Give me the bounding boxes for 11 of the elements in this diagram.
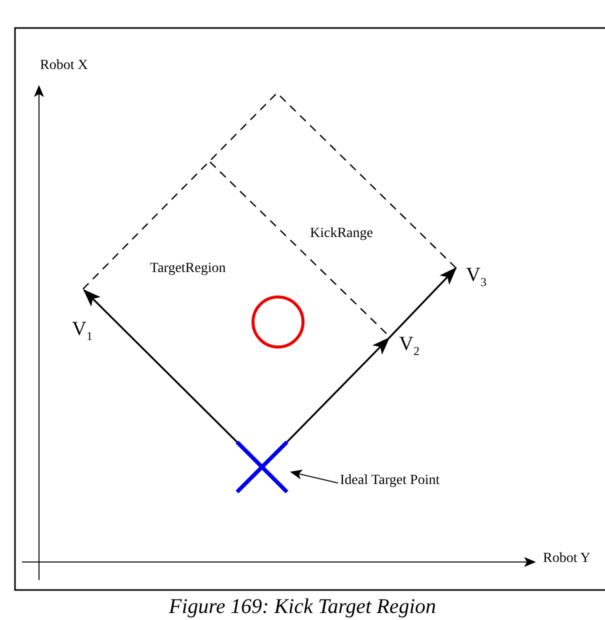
vector-label: V$_{3}$ xyxy=(466,264,486,290)
figure-caption: Figure 169: Kick Target Region xyxy=(168,594,438,619)
callout-label: Ideal Target Point xyxy=(340,473,440,489)
vector-label: V$_{2}$ xyxy=(399,333,420,359)
cross-mark xyxy=(234,439,290,495)
region-label: TargetRegion xyxy=(150,261,226,277)
vector-label: V$_{1}$ xyxy=(72,318,92,344)
region-label: KickRange xyxy=(310,226,373,242)
leader-line xyxy=(290,470,338,484)
axis-label: Robot X xyxy=(40,58,88,74)
axis-label: Robot Y xyxy=(543,551,590,567)
